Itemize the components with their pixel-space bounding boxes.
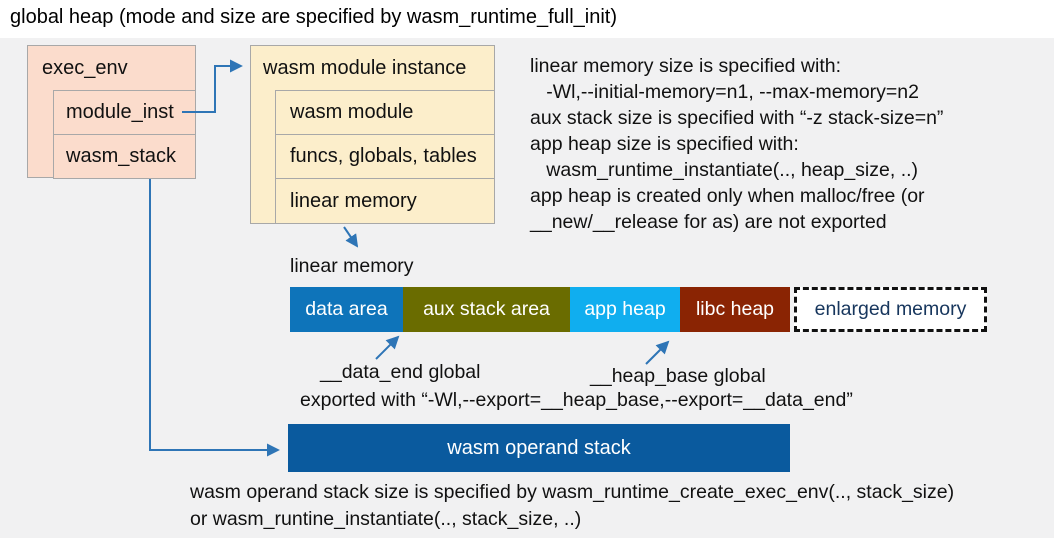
segment-libc-heap: libc heap — [680, 287, 790, 332]
module-instance-row-linear-memory: linear memory — [275, 178, 495, 224]
segment-app-heap: app heap — [570, 287, 680, 332]
note-line: app heap is created only when malloc/fre… — [530, 185, 925, 207]
diagram-title: global heap (mode and size are specified… — [10, 6, 617, 28]
segment-data-area: data area — [290, 287, 403, 332]
footer-line: wasm operand stack size is specified by … — [190, 481, 955, 503]
module-instance-row-wasm-module: wasm module — [275, 90, 495, 135]
footer-notes: wasm operand stack size is specified by … — [190, 479, 1050, 533]
notes-block: linear memory size is specified with: -W… — [530, 53, 1045, 235]
linear-memory-label: linear memory — [290, 255, 414, 277]
module-instance-row-funcs-globals-tables: funcs, globals, tables — [275, 134, 495, 179]
data-end-global-label: __data_end global — [320, 361, 481, 383]
exec-env-box: exec_env module_inst wasm_stack — [27, 45, 196, 179]
note-line: aux stack size is specified with “-z sta… — [530, 107, 944, 129]
exported-with-label: exported with “-Wl,--export=__heap_base,… — [300, 389, 853, 411]
segment-aux-stack-area: aux stack area — [403, 287, 570, 332]
exec-env-row-wasm-stack: wasm_stack — [53, 134, 196, 179]
note-line: -Wl,--initial-memory=n1, --max-memory=n2 — [530, 81, 919, 103]
module-instance-header: wasm module instance — [263, 57, 467, 79]
note-line: __new/__release for as) are not exported — [530, 211, 887, 233]
exec-env-header: exec_env — [42, 57, 128, 79]
module-instance-box: wasm module instance wasm module funcs, … — [250, 45, 495, 224]
wasm-operand-stack-bar: wasm operand stack — [288, 424, 790, 472]
linear-memory-bar: data area aux stack area app heap libc h… — [290, 287, 987, 332]
note-line: wasm_runtime_instantiate(.., heap_size, … — [530, 159, 919, 181]
heap-base-global-label: __heap_base global — [590, 365, 766, 387]
note-line: app heap size is specified with: — [530, 133, 799, 155]
exec-env-row-module-inst: module_inst — [53, 90, 196, 135]
segment-enlarged-memory: enlarged memory — [794, 287, 987, 332]
footer-line: or wasm_runtine_instantiate(.., stack_si… — [190, 508, 582, 530]
note-line: linear memory size is specified with: — [530, 55, 842, 77]
